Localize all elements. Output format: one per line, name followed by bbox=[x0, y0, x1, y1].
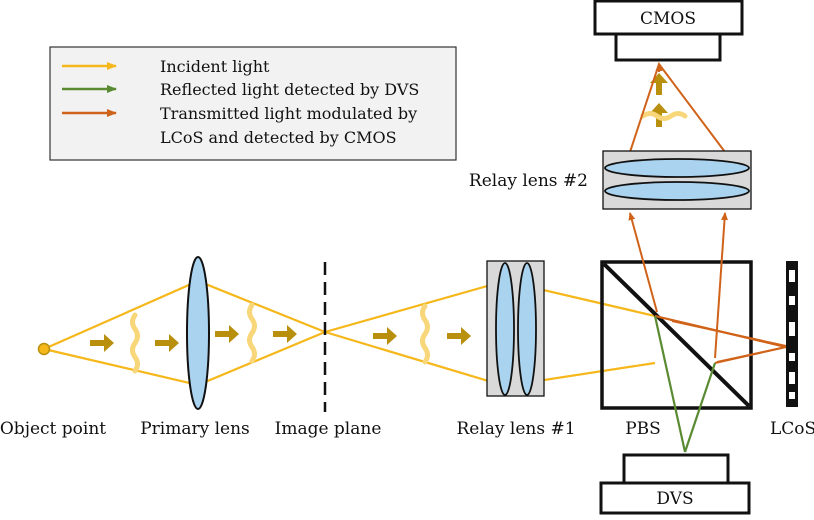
primary-lens-shape bbox=[186, 256, 210, 410]
pbs-diagonal bbox=[602, 262, 751, 408]
pbs-cube bbox=[600, 260, 753, 410]
arrow-marker-2 bbox=[155, 334, 179, 352]
reflected-rays bbox=[653, 315, 717, 453]
transmit-to-cmos bbox=[629, 61, 726, 153]
cmos-label: CMOS bbox=[640, 9, 696, 29]
arrow-marker-6 bbox=[447, 327, 471, 345]
cmos-box bbox=[593, 0, 744, 36]
lcos-pixel-5 bbox=[789, 372, 795, 384]
propagation-arrows bbox=[90, 73, 668, 352]
relay-lens-1-element-a bbox=[495, 262, 515, 396]
label-image-plane: Image plane bbox=[275, 419, 382, 439]
wavefront-4 bbox=[640, 111, 688, 121]
object-point-dot bbox=[37, 342, 51, 356]
pbs-frame bbox=[600, 260, 753, 410]
wavefront-3 bbox=[420, 303, 430, 365]
transmit-up-right bbox=[714, 212, 729, 359]
lcos-pixel-4 bbox=[789, 353, 795, 361]
lcos-pixel-3 bbox=[789, 322, 795, 336]
label-relay-lens-1: Relay lens #1 bbox=[456, 419, 575, 439]
legend-transmitted-label-2: LCoS and detected by CMOS bbox=[160, 128, 397, 147]
dvs-label: DVS bbox=[656, 489, 693, 509]
reflected-ray-right bbox=[683, 362, 717, 453]
lcos-return-lower bbox=[716, 346, 787, 363]
wavefronts bbox=[130, 111, 688, 374]
lcos-pixel-1 bbox=[789, 270, 795, 282]
legend-reflected-label: Reflected light detected by DVS bbox=[160, 80, 419, 99]
component-labels: Object point Primary lens Image plane Re… bbox=[0, 171, 814, 439]
cmos-base bbox=[614, 32, 722, 62]
arrow-marker-3 bbox=[215, 325, 239, 343]
label-object-point: Object point bbox=[0, 419, 106, 439]
lcos-return-mid bbox=[671, 320, 787, 347]
transmitted-rays bbox=[628, 61, 787, 364]
label-primary-lens: Primary lens bbox=[140, 419, 250, 439]
wavefront-1 bbox=[130, 312, 140, 374]
relay-lens-2-element-b bbox=[604, 181, 750, 201]
legend-incident-label: Incident light bbox=[160, 57, 270, 76]
dvs-sensor: DVS bbox=[599, 453, 751, 515]
transmit-up-left bbox=[628, 212, 658, 313]
dvs-box bbox=[599, 481, 751, 515]
arrow-marker-5 bbox=[373, 327, 397, 345]
dvs-base bbox=[622, 453, 730, 485]
lcos-pixel-2 bbox=[789, 296, 795, 305]
arrow-marker-1 bbox=[90, 334, 114, 352]
label-relay-lens-2: Relay lens #2 bbox=[469, 171, 588, 191]
arrow-marker-4 bbox=[273, 325, 297, 343]
legend: Incident light Reflected light detected … bbox=[49, 46, 457, 161]
legend-transmitted-label: Transmitted light modulated by bbox=[160, 104, 417, 123]
cmos-sensor: CMOS bbox=[593, 0, 744, 62]
label-pbs: PBS bbox=[625, 419, 661, 439]
legend-box bbox=[49, 46, 457, 161]
relay-lens-2-element-a bbox=[604, 158, 750, 178]
label-lcos: LCoS bbox=[770, 419, 814, 439]
lcos-pixel-6 bbox=[789, 392, 795, 399]
lcos-device bbox=[786, 261, 798, 407]
relay-lens-1 bbox=[486, 260, 545, 397]
wavefront-2 bbox=[247, 302, 257, 364]
reflected-ray-left bbox=[653, 315, 687, 453]
relay-lens-2 bbox=[602, 150, 752, 210]
relay-lens-1-element-b bbox=[517, 262, 537, 396]
